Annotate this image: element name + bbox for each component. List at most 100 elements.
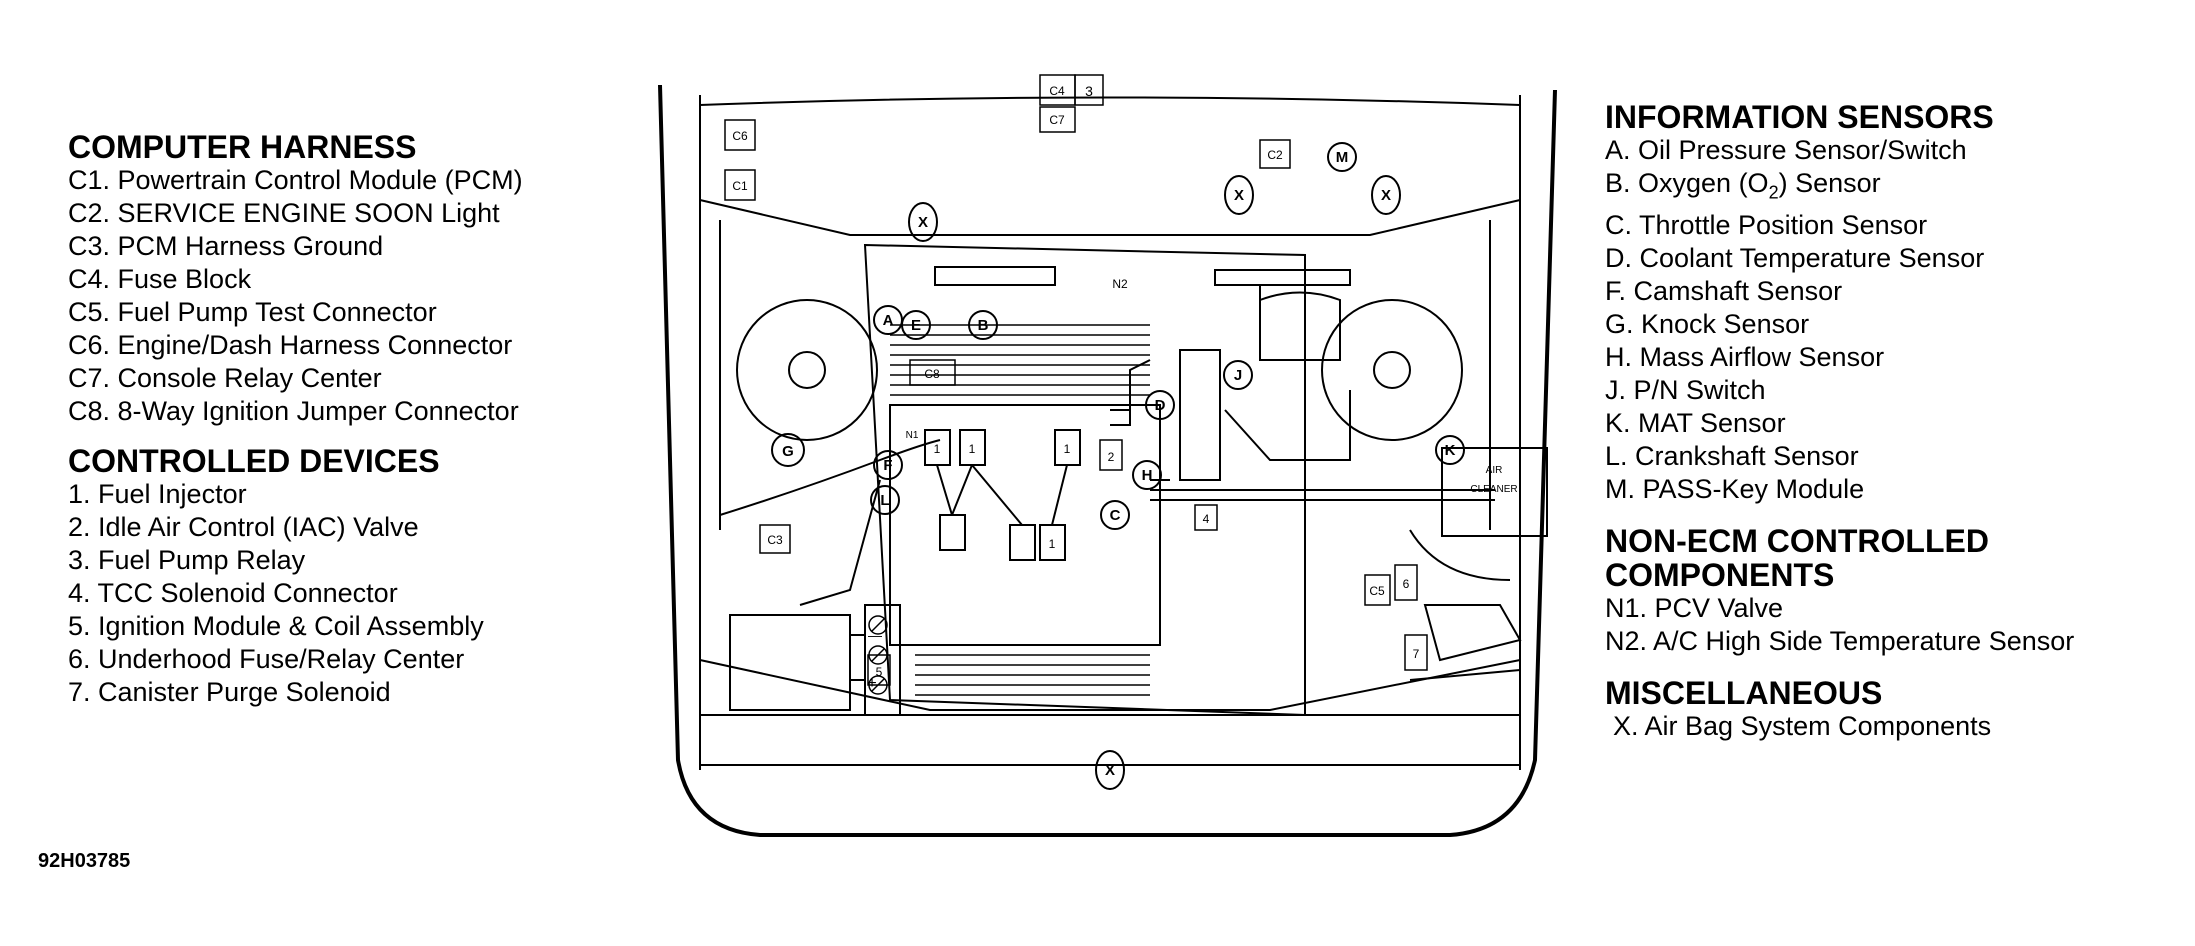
right-strut-tower	[1321, 299, 1463, 441]
throttle-body	[1179, 349, 1221, 481]
lower-ribs	[915, 644, 1150, 696]
circle-H	[1132, 460, 1162, 490]
knock-wire	[719, 439, 941, 516]
engine-block	[863, 243, 1306, 717]
label-X-2: X	[1381, 187, 1391, 204]
label-n2: N2	[1112, 277, 1128, 291]
c2-box	[1259, 139, 1291, 169]
label-L: L	[880, 492, 889, 509]
label-c1: C1	[732, 179, 748, 193]
injector-4	[939, 514, 966, 551]
circle-B	[968, 310, 998, 340]
legend-item: X. Air Bag System Components	[1613, 711, 1992, 742]
label-n1: N1	[906, 430, 919, 441]
air-cleaner-box	[1441, 447, 1548, 537]
legend-item: N2. A/C High Side Temperature Sensor	[1605, 626, 2075, 657]
d3-box	[1074, 74, 1104, 106]
label-C: C	[1110, 507, 1121, 524]
label-d4: 4	[1203, 512, 1210, 526]
injector-5	[1009, 524, 1036, 561]
label-B: B	[978, 317, 989, 334]
cleaner-hose	[1409, 529, 1511, 581]
circle-F	[873, 450, 903, 480]
legend-item: M. PASS-Key Module	[1605, 474, 1865, 505]
circle-G	[771, 433, 805, 467]
d5-box	[867, 654, 891, 686]
label-c4: C4	[1049, 84, 1065, 98]
label-cleaner: CLEANER	[1470, 484, 1517, 495]
oxygen-suffix: ) Sensor	[1778, 168, 1881, 198]
inner-fender	[719, 220, 1491, 530]
label-J: J	[1234, 367, 1242, 384]
fuse-center-shape	[1423, 604, 1522, 662]
label-E: E	[911, 317, 921, 334]
label-c6: C6	[732, 129, 748, 143]
miscellaneous-title: MISCELLANEOUS	[1605, 675, 1883, 712]
label-X-1: X	[1234, 187, 1244, 204]
circle-K	[1435, 435, 1465, 465]
label-c2: C2	[1267, 148, 1283, 162]
legend-item: L. Crankshaft Sensor	[1605, 441, 1859, 472]
label-A: A	[883, 312, 894, 329]
label-D: D	[1155, 397, 1166, 414]
c8-box	[909, 359, 956, 386]
circle-X-1	[1224, 175, 1254, 215]
label-d1-c: 1	[1064, 442, 1071, 456]
d2-box	[1099, 439, 1123, 471]
non-ecm-title-line2: COMPONENTS	[1605, 557, 1835, 594]
legend-item: K. MAT Sensor	[1605, 408, 1786, 439]
right-strut-center	[1373, 351, 1411, 389]
fender-lines	[699, 95, 1521, 770]
label-c5: C5	[1369, 584, 1385, 598]
circle-E	[901, 310, 931, 340]
left-strut-center	[788, 351, 826, 389]
oxygen-subscript: 2	[1768, 182, 1779, 203]
hose-line	[1224, 390, 1351, 461]
legend-item: C2. SERVICE ENGINE SOON Light	[68, 198, 500, 228]
non-ecm-section: NON-ECM CONTROLLED COMPONENTS N1. PCV Va…	[1605, 524, 2074, 658]
d7-box	[1404, 634, 1428, 671]
legend-item: F. Camshaft Sensor	[1605, 276, 1843, 307]
legend-item-oxygen: B. Oxygen (O2) Sensor	[1605, 167, 2074, 209]
bumper-lines	[700, 714, 1520, 766]
intake-ribs	[890, 324, 1150, 396]
label-air: AIR	[1486, 465, 1503, 476]
sensor-circles	[771, 142, 1465, 790]
label-d1-b: 1	[969, 442, 976, 456]
c7-box	[1039, 106, 1076, 133]
legend-item: 2. Idle Air Control (IAC) Valve	[68, 512, 419, 542]
label-c7: C7	[1049, 113, 1065, 127]
hood-outline	[658, 84, 1557, 837]
label-d5: 5	[876, 665, 883, 679]
label-G: G	[782, 443, 794, 460]
d4-box	[1194, 504, 1218, 531]
legend-item: C8. 8-Way Ignition Jumper Connector	[68, 396, 519, 426]
controlled-devices-title: CONTROLLED DEVICES	[68, 443, 440, 479]
legend-item: J. P/N Switch	[1605, 375, 1766, 406]
injector-block	[889, 404, 1161, 646]
label-H: H	[1142, 467, 1153, 484]
legend-item: C7. Console Relay Center	[68, 363, 382, 393]
legend-item: C3. PCM Harness Ground	[68, 231, 384, 261]
lower-bracket	[1409, 669, 1521, 681]
label-d7: 7	[1413, 647, 1420, 661]
legend-item: 4. TCC Solenoid Connector	[68, 578, 398, 608]
legend-item: 5. Ignition Module & Coil Assembly	[68, 611, 484, 641]
left-strut-tower	[736, 299, 878, 441]
ac-compressor	[1259, 285, 1341, 361]
controlled-devices-section: CONTROLLED DEVICES 1. Fuel Injector 2. I…	[68, 444, 523, 709]
c5-box	[1364, 574, 1391, 606]
label-X-4: X	[1105, 762, 1115, 779]
right-legend: INFORMATION SENSORS A. Oil Pressure Sens…	[1605, 100, 2074, 743]
label-d2: 2	[1108, 450, 1115, 464]
legend-item: C1. Powertrain Control Module (PCM)	[68, 165, 523, 195]
ignition-module	[864, 604, 901, 716]
c1-box	[724, 169, 756, 201]
figure-id: 92H03785	[38, 850, 131, 872]
label-d6: 6	[1403, 577, 1410, 591]
intake-duct	[1150, 489, 1495, 501]
injector-lines	[936, 464, 1068, 526]
circle-X-3	[908, 202, 938, 242]
legend-item: H. Mass Airflow Sensor	[1605, 342, 1885, 373]
information-sensors-section: INFORMATION SENSORS A. Oil Pressure Sens…	[1605, 100, 2074, 506]
